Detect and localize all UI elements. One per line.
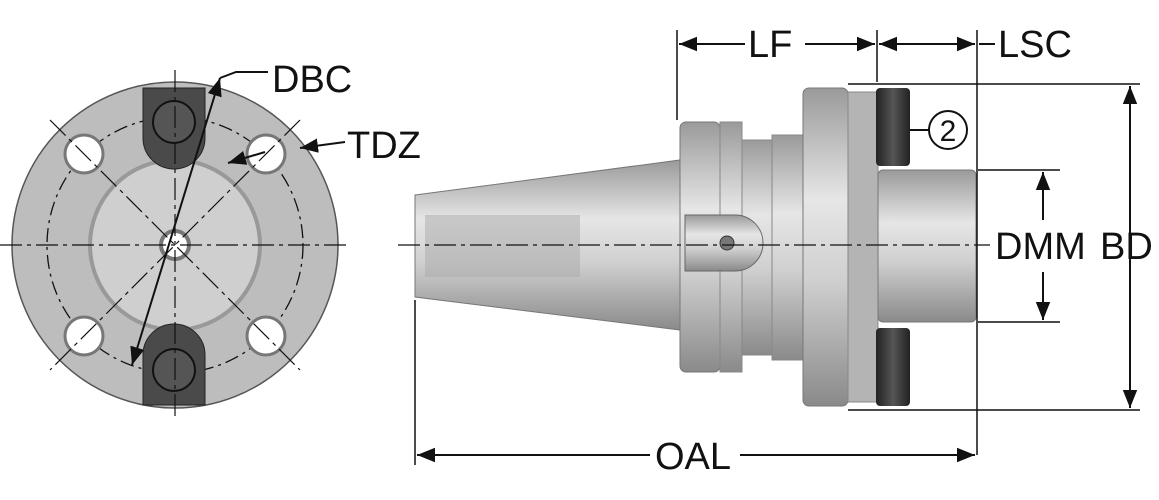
label-dbc: DBC (272, 59, 352, 101)
clamp-top-side (876, 88, 910, 166)
dimensions (414, 30, 1140, 465)
label-oal: OAL (655, 436, 731, 478)
tdz-dimension-arrow (227, 150, 266, 165)
label-dmm: DMM (995, 226, 1086, 268)
label-tdz: TDZ (347, 125, 421, 167)
clamp-bottom-side (876, 328, 910, 406)
label-lsc: LSC (998, 24, 1072, 66)
label-bd: BD (1100, 226, 1153, 268)
dbc-dimension-arrow (130, 77, 222, 366)
clamp-bottom (142, 323, 206, 406)
label-item-number: 2 (940, 115, 957, 148)
side-view (398, 87, 990, 407)
front-view: DBC TDZ (0, 59, 421, 420)
label-lf: LF (748, 24, 792, 66)
